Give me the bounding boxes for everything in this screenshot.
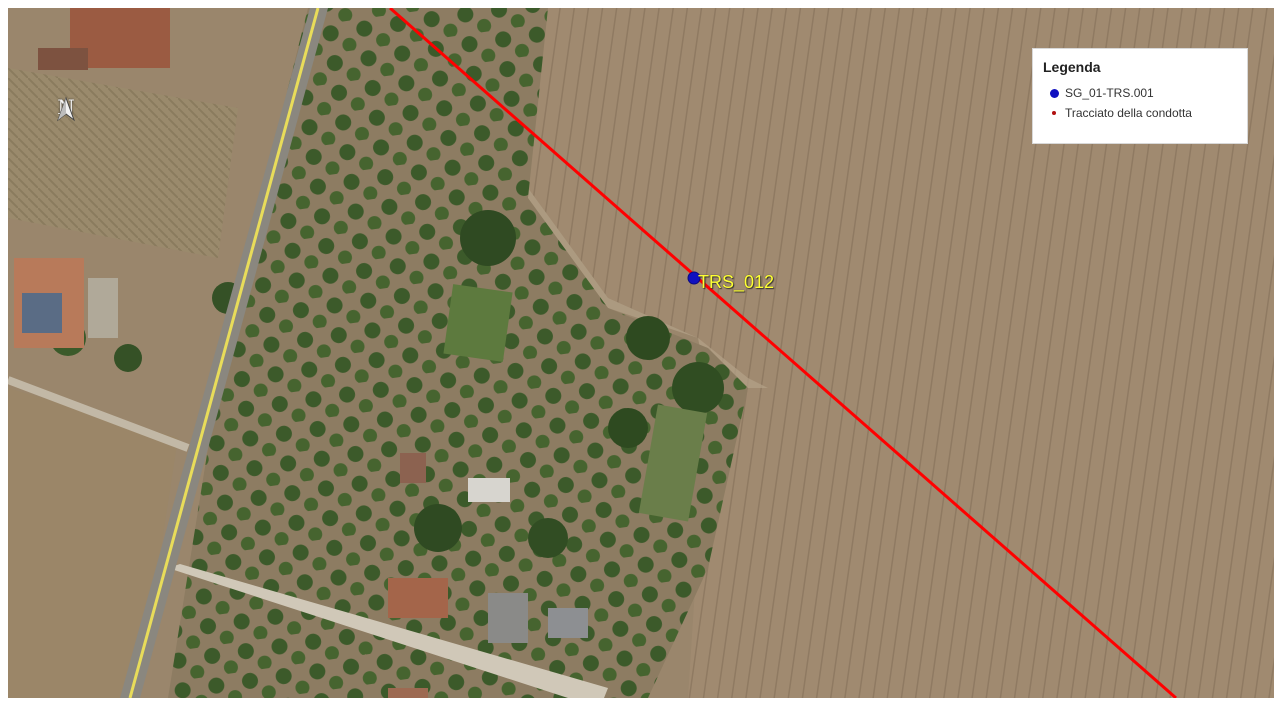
legend-item: SG_01-TRS.001 <box>1043 83 1237 103</box>
building-s1 <box>388 578 448 618</box>
pipeline-trace <box>389 8 1177 698</box>
south-west-field <box>8 388 178 698</box>
legend-item-label: SG_01-TRS.001 <box>1065 86 1154 100</box>
survey-point-label: TRS_012 <box>698 272 775 292</box>
legend-item-label: Tracciato della condotta <box>1065 106 1192 120</box>
north-arrow: N <box>52 96 80 156</box>
survey-point-marker <box>687 271 701 285</box>
west-field <box>8 68 238 258</box>
dirt-track <box>168 564 608 698</box>
red-dot-icon <box>1043 111 1065 115</box>
satellite-map[interactable]: TRS_012 N Legenda SG_01-TRS.001 Tracciat… <box>8 8 1274 698</box>
map-legend: Legenda SG_01-TRS.001 Tracciato della co… <box>1032 48 1248 144</box>
legend-title: Legenda <box>1043 59 1101 75</box>
north-arrow-icon <box>56 96 76 122</box>
blue-dot-icon <box>1043 88 1065 98</box>
road-centre-line <box>128 8 320 698</box>
legend-item: Tracciato della condotta <box>1043 103 1237 123</box>
